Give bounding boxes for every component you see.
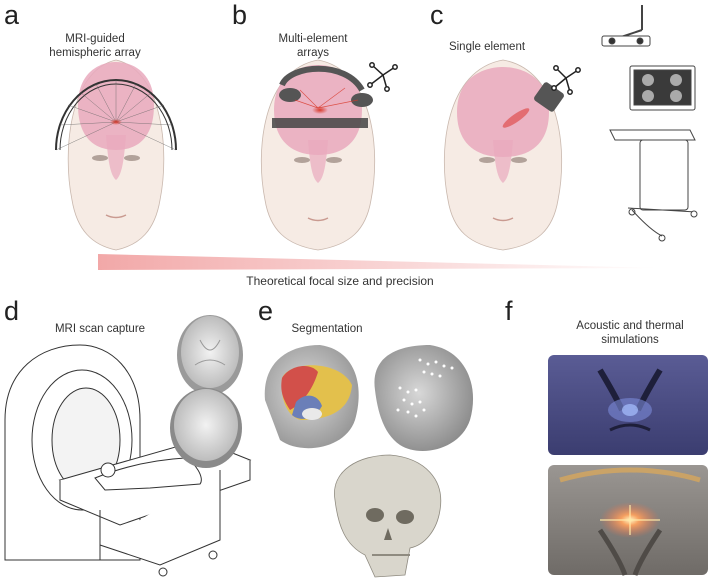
caption-a-line2: hemispheric array	[49, 46, 141, 59]
caption-a-line1: MRI-guided	[65, 33, 125, 45]
caption-c: Single element	[448, 41, 526, 53]
caption-b-line1: Multi-element	[278, 33, 348, 45]
caption-f-line1: Acoustic and thermal	[576, 320, 684, 332]
caption-a: MRI-guided hemispheric array	[40, 33, 150, 61]
tracker-icon-b	[367, 62, 398, 92]
gradient-bar-label: Theoretical focal size and precision	[246, 274, 434, 288]
panel-letter-c: c	[430, 0, 444, 30]
head-c	[443, 59, 563, 251]
panel-letter-e: e	[258, 296, 274, 326]
panel-letter-a: a	[4, 0, 20, 30]
single-element-transducer	[502, 82, 564, 128]
mri-scanner	[4, 344, 252, 577]
panel-letter-d: d	[4, 296, 20, 326]
mri-brain-scan-1	[177, 315, 243, 395]
focal-spot-a	[110, 119, 122, 125]
focal-precision-gradient-bar	[98, 254, 662, 270]
panel-letter-f: f	[505, 296, 513, 326]
tracker-icon-c	[551, 65, 581, 95]
caption-e: Segmentation	[291, 323, 363, 335]
segmented-head-left	[264, 345, 359, 449]
acoustic-simulation-image	[548, 355, 708, 455]
skull-with-elements	[374, 345, 474, 452]
multi-element-array	[272, 65, 373, 128]
caption-b: Multi-element arrays	[258, 33, 368, 61]
skull-3d	[334, 454, 442, 578]
mri-brain-scan-2	[170, 388, 242, 468]
thermal-simulation-image	[548, 465, 708, 576]
caption-d: MRI scan capture	[54, 323, 146, 335]
hemispheric-array	[55, 79, 177, 151]
panel-letter-b: b	[232, 0, 248, 30]
caption-f: Acoustic and thermal simulations	[555, 320, 705, 348]
caption-b-line2: arrays	[297, 46, 329, 59]
navigation-cart	[601, 5, 698, 242]
caption-f-line2: simulations	[601, 333, 659, 346]
